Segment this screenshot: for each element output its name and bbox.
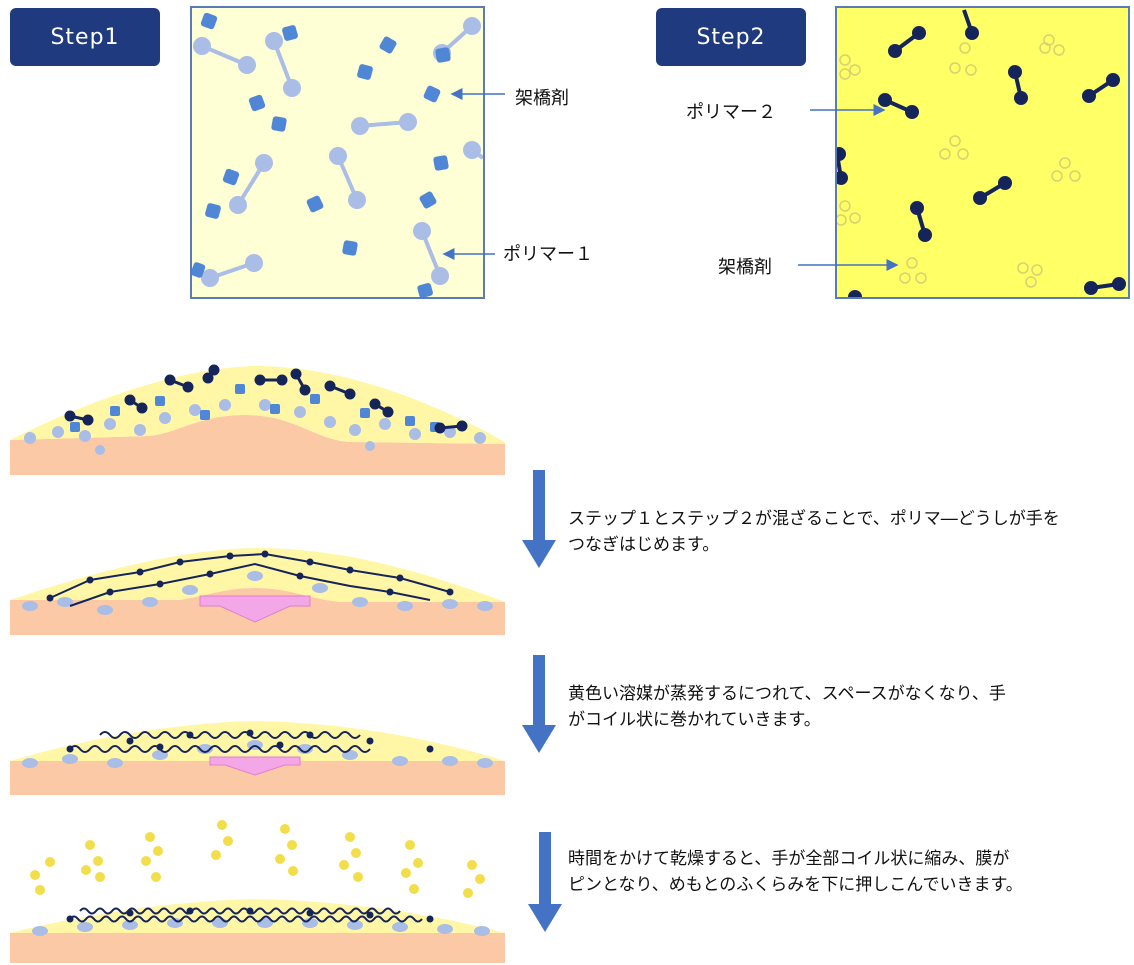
step1-crosslinker-label: 架橋剤 (515, 88, 569, 109)
step1-molecules (192, 12, 483, 297)
caption-stage-3: 時間をかけて乾燥すると、手が全部コイル状に縮み、膜が ピンとなり、めもとのふくら… (568, 846, 1128, 898)
step2-badge: Step2 (656, 8, 806, 66)
caption-stage-1-line2: つなぎはじめます。 (568, 535, 720, 555)
down-arrow-1 (522, 470, 556, 568)
step2-molecules (837, 9, 1126, 297)
stage-mixed-illustration (10, 364, 505, 475)
stage-coiling-illustration (10, 721, 505, 795)
down-arrow-3 (528, 832, 562, 932)
step1-polymer-label: ポリマー１ (503, 244, 593, 265)
caption-stage-3-line1: 時間をかけて乾燥すると、手が全部コイル状に縮み、膜が (568, 849, 1010, 869)
caption-stage-2-line1: 黄色い溶媒が蒸発するにつれて、スペースがなくなり、手 (568, 684, 1006, 704)
step2-crosslinker-label: 架橋剤 (718, 257, 772, 278)
caption-stage-3-line2: ピンとなり、めもとのふくらみを下に押しこんでいきます。 (568, 875, 1023, 895)
step1-panel (190, 6, 485, 299)
caption-stage-1: ステップ１とステップ２が混ざることで、ポリマ―どうしが手を つなぎはじめます。 (568, 506, 1128, 558)
step1-badge: Step1 (10, 8, 160, 66)
step2-panel (835, 6, 1130, 299)
caption-stage-2-line2: がコイル状に巻かれていきます。 (568, 710, 821, 730)
stage-dried-illustration (10, 820, 505, 963)
step2-polymer-label: ポリマー２ (686, 102, 776, 123)
stage-joining-illustration (10, 548, 505, 635)
caption-stage-1-line1: ステップ１とステップ２が混ざることで、ポリマ―どうしが手を (568, 509, 1060, 529)
down-arrow-2 (522, 655, 556, 753)
caption-stage-2: 黄色い溶媒が蒸発するにつれて、スペースがなくなり、手 がコイル状に巻かれていきま… (568, 681, 1128, 733)
